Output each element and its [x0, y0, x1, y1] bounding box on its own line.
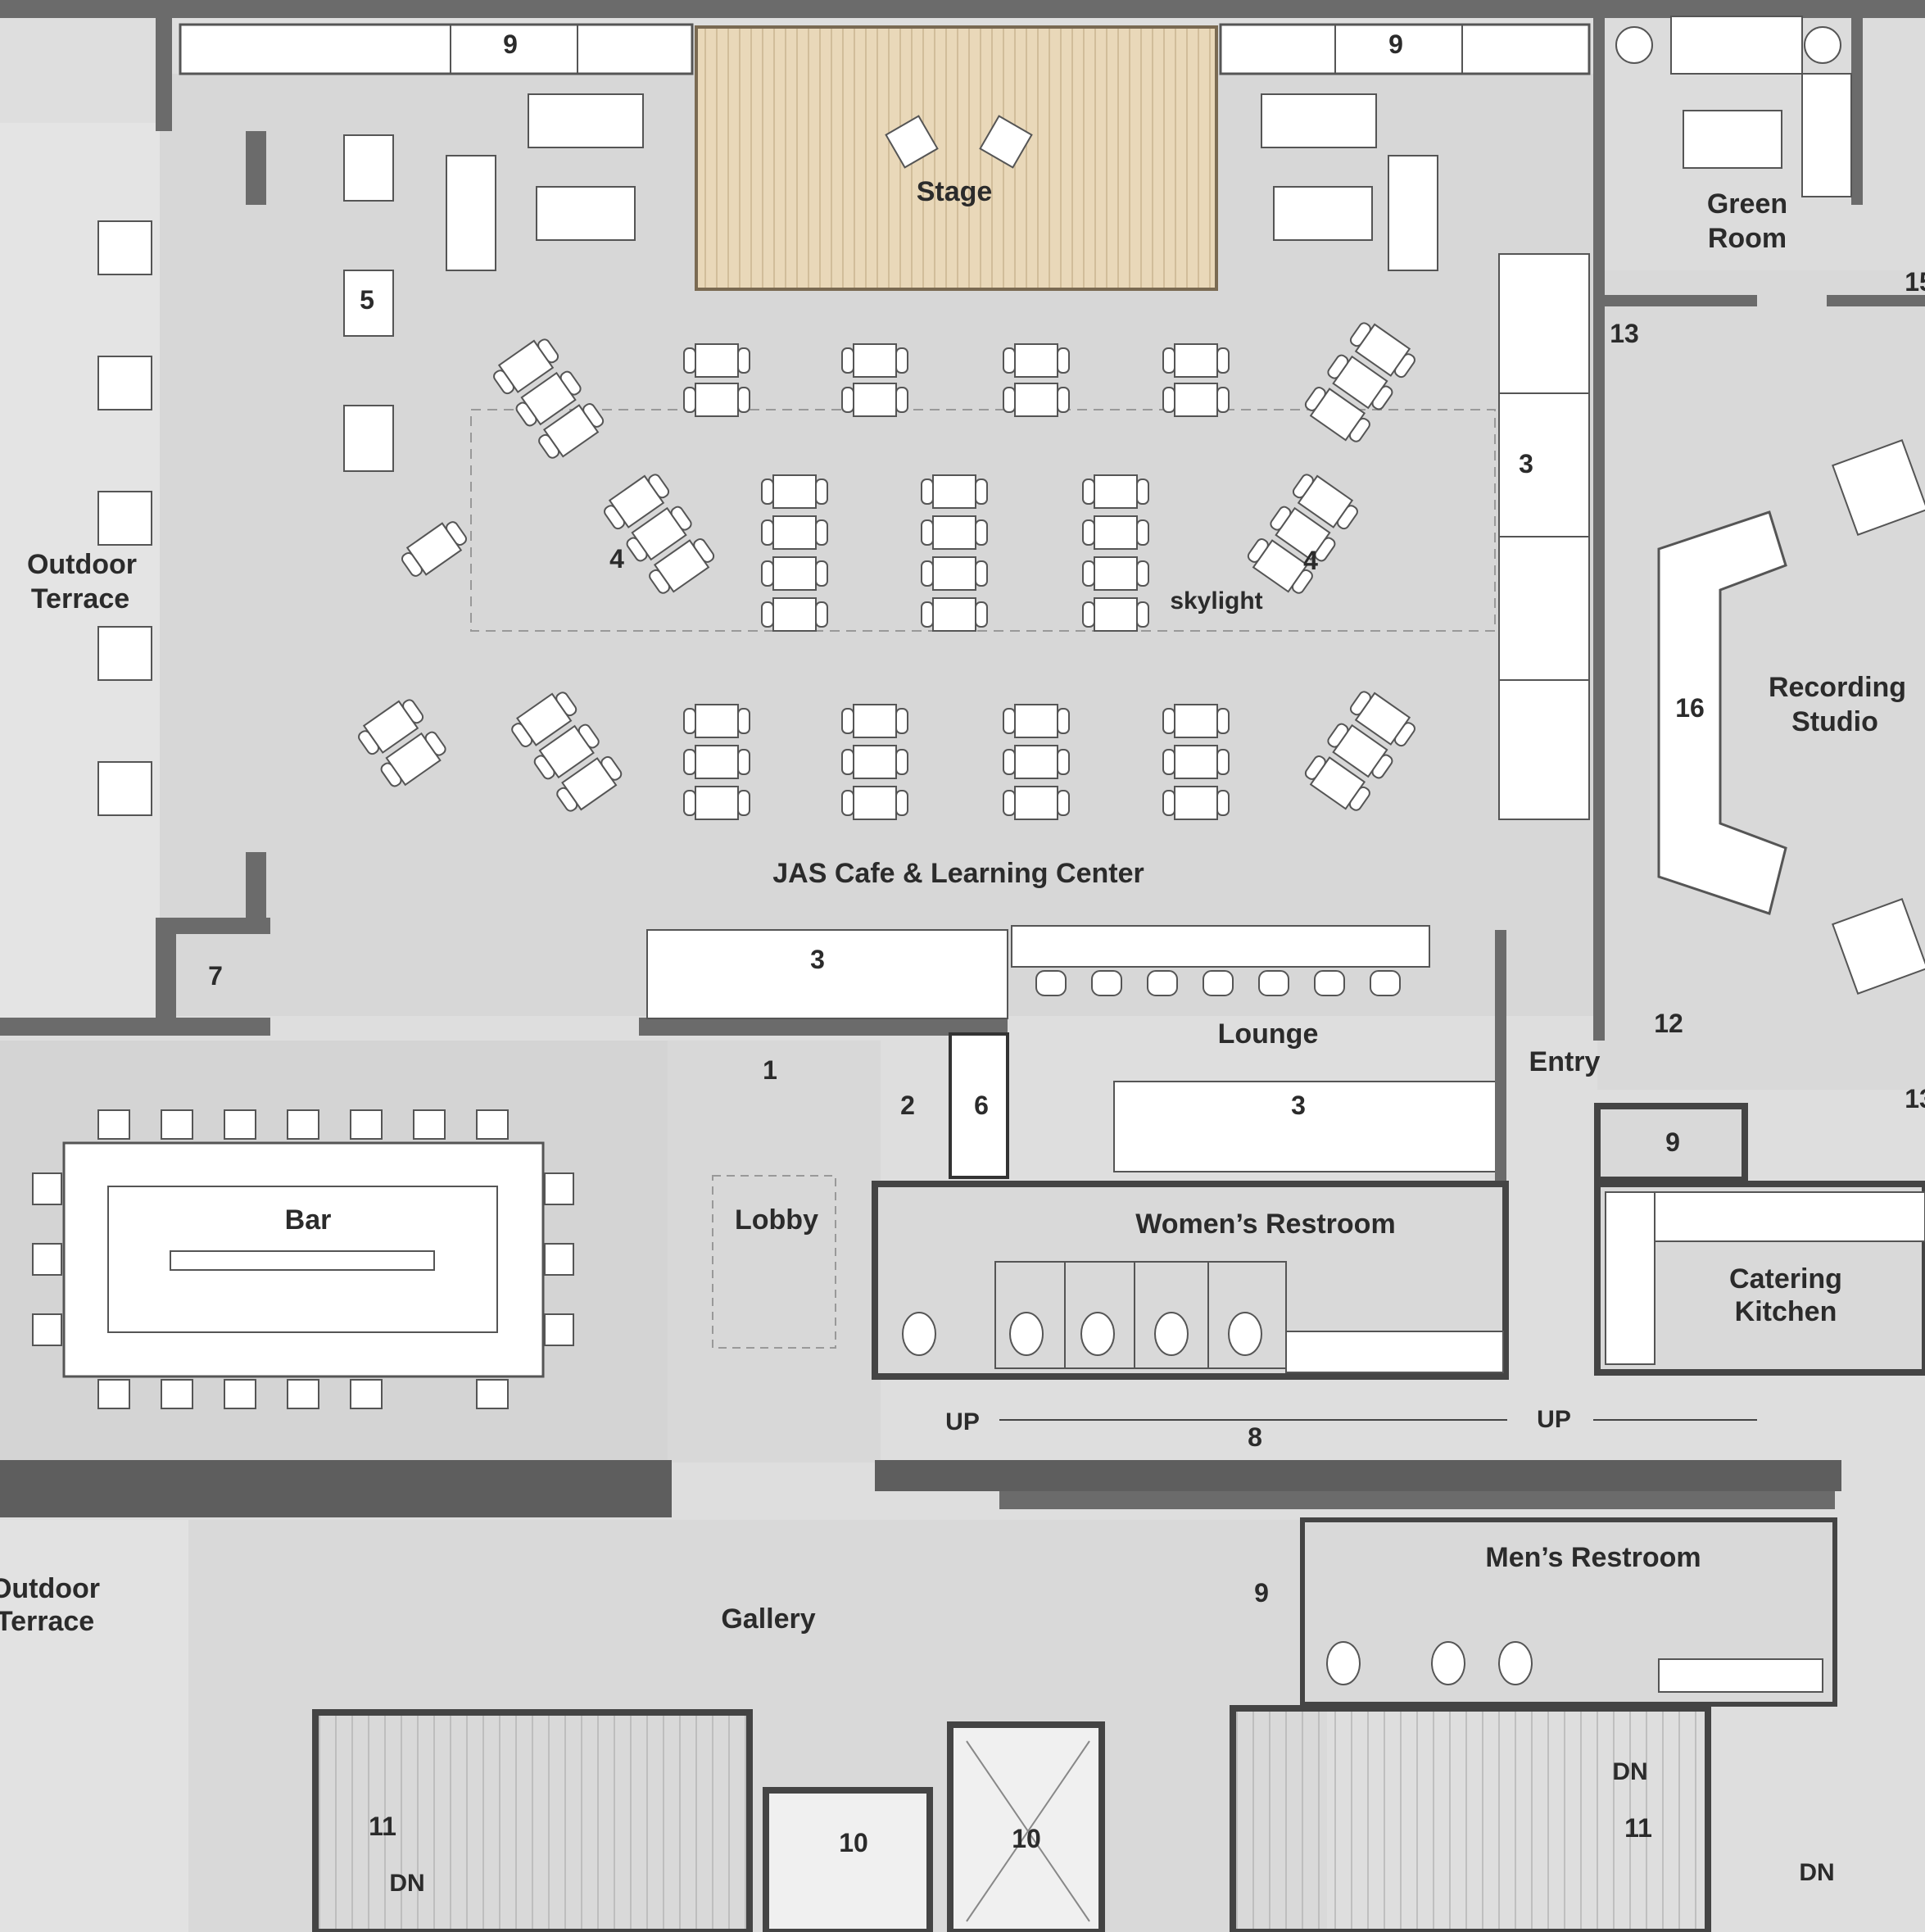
label-womens-restroom: Women’s Restroom [1135, 1209, 1395, 1240]
label-catering-1: Catering [1729, 1263, 1842, 1295]
num-15: 15 [1905, 267, 1925, 297]
outdoor-terrace-lower-area [0, 1520, 188, 1932]
num-13-bottom: 13 [1905, 1084, 1925, 1113]
label-green-room-1: Green [1707, 188, 1787, 220]
num-1: 1 [763, 1055, 777, 1085]
num-6: 6 [974, 1091, 989, 1120]
stair-right [1230, 1705, 1711, 1932]
num-3-lounge-top: 3 [810, 945, 825, 974]
label-bar: Bar [285, 1204, 332, 1236]
label-outdoor-terrace-lower-1: Outdoor [0, 1573, 100, 1604]
label-stage: Stage [917, 176, 993, 207]
label-lounge: Lounge [1218, 1018, 1319, 1050]
label-entry: Entry [1529, 1046, 1601, 1077]
label-gallery: Gallery [721, 1603, 815, 1635]
num-11-right: 11 [1624, 1813, 1652, 1843]
label-catering-2: Kitchen [1735, 1296, 1837, 1327]
label-cafe: JAS Cafe & Learning Center [772, 858, 1144, 889]
skylight-outline [470, 409, 1496, 632]
num-10-b: 10 [1012, 1824, 1041, 1853]
label-lobby: Lobby [735, 1204, 818, 1236]
stair-dn-1: DN [1612, 1758, 1647, 1785]
label-green-room-2: Room [1708, 223, 1787, 254]
num-16: 16 [1675, 693, 1705, 723]
num-7: 7 [208, 961, 223, 991]
label-outdoor-terrace-2: Terrace [31, 583, 129, 615]
label-skylight: skylight [1170, 587, 1262, 615]
num-4-right: 4 [1303, 546, 1318, 575]
studio-console [1657, 510, 1787, 915]
label-outdoor-terrace-1: Outdoor [27, 549, 137, 580]
num-11-left: 11 [369, 1812, 396, 1841]
label-mens-restroom: Men’s Restroom [1485, 1542, 1701, 1573]
top-wall [0, 0, 1925, 18]
lobby-floor [668, 1041, 881, 1463]
num-9-mid: 9 [1665, 1127, 1680, 1157]
num-8: 8 [1248, 1422, 1262, 1452]
num-2: 2 [900, 1091, 915, 1120]
num-13-top: 13 [1610, 319, 1639, 348]
num-3-right: 3 [1519, 449, 1533, 478]
num-9-top-right: 9 [1388, 29, 1403, 59]
num-9-top-left: 9 [503, 29, 518, 59]
num-12: 12 [1654, 1009, 1683, 1038]
stair-up-2: UP [1537, 1406, 1571, 1433]
label-outdoor-terrace-lower-2: Terrace [0, 1606, 94, 1637]
num-9-lower: 9 [1254, 1578, 1269, 1608]
num-10-a: 10 [839, 1828, 868, 1857]
stair-up-1: UP [945, 1408, 980, 1435]
num-3-lounge: 3 [1291, 1091, 1306, 1120]
divider-wall [0, 1460, 672, 1517]
stair-left [312, 1709, 753, 1932]
num-4-left: 4 [609, 544, 624, 574]
stair-dn-3: DN [1799, 1859, 1834, 1886]
stair-dn-2: DN [389, 1870, 424, 1897]
stage-platform [695, 25, 1218, 291]
num-5: 5 [360, 285, 374, 315]
label-recording-2: Studio [1791, 706, 1878, 737]
label-recording-1: Recording [1769, 672, 1906, 703]
elevator-left [763, 1787, 933, 1932]
